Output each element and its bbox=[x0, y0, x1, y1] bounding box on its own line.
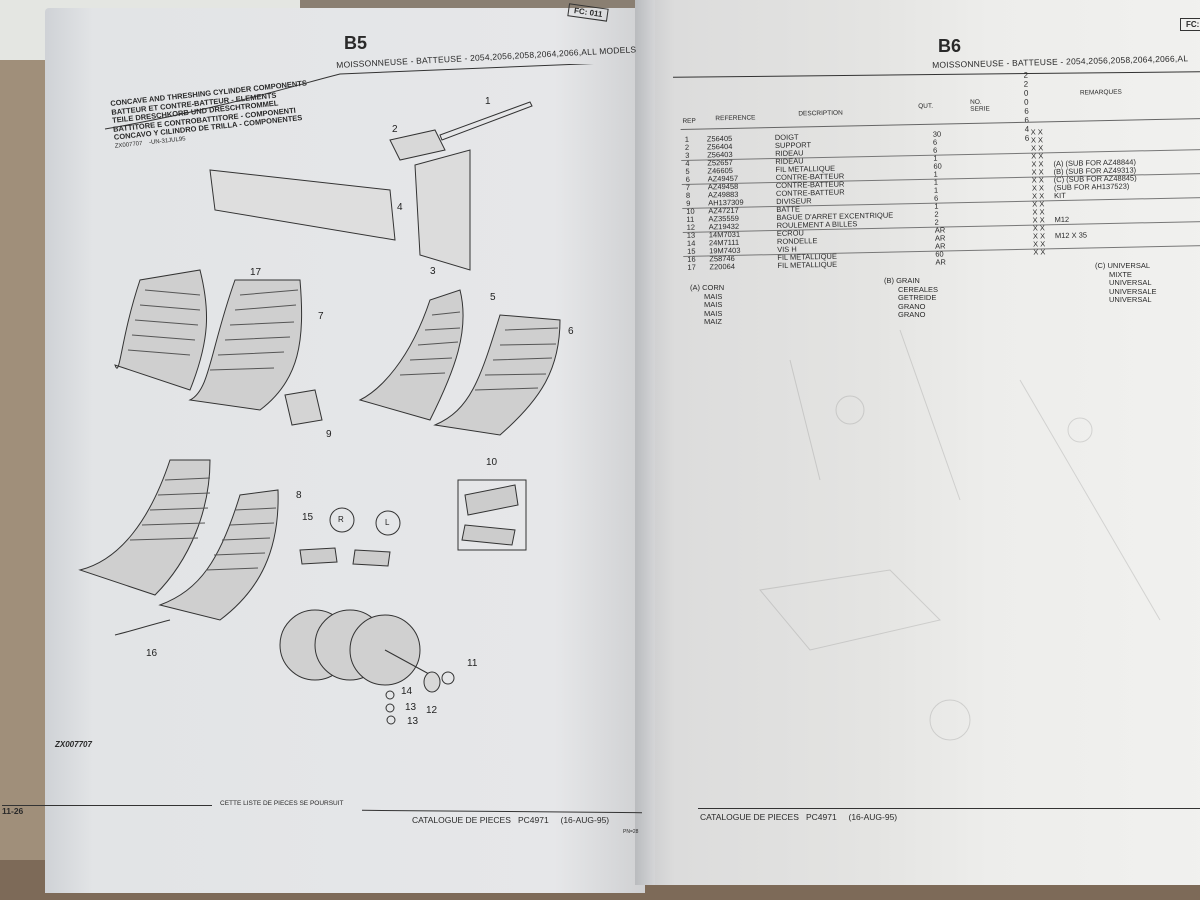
callout-8: 8 bbox=[296, 490, 302, 501]
col-description: DESCRIPTION bbox=[798, 109, 843, 118]
col-reference: REFERENCE bbox=[715, 114, 756, 123]
part-7-concave bbox=[114, 269, 303, 411]
right-footer-catalogue: CATALOGUE DE PIECES PC4971 (16-AUG-95) bbox=[700, 812, 898, 822]
part-10-bar-a bbox=[464, 484, 519, 516]
note-a-line: MAIS bbox=[704, 291, 723, 301]
rep-cell: 17 bbox=[687, 262, 696, 272]
part-12-bearing bbox=[423, 671, 441, 693]
note-b-grain: (B) GRAIN CEREALES GETREIDE GRANO GRANO bbox=[884, 276, 939, 320]
col-serial: NO. SERIE bbox=[970, 98, 990, 113]
remark-cell: KIT bbox=[1053, 190, 1066, 201]
note-b-line: GRANO bbox=[898, 301, 926, 311]
show-through-diagram bbox=[759, 329, 1161, 741]
note-a-line: (A) CORN bbox=[690, 283, 725, 292]
part-9-divider bbox=[284, 389, 323, 426]
part-10-box bbox=[457, 479, 527, 551]
left-page bbox=[45, 8, 645, 893]
col-qty: QUT. bbox=[918, 102, 934, 111]
note-c-line: UNIVERSAL bbox=[1109, 295, 1152, 304]
header-curve-line bbox=[104, 64, 594, 130]
part-3-plate bbox=[414, 149, 471, 271]
right-fc-code: FC: bbox=[1180, 18, 1200, 31]
callout-l: L bbox=[385, 518, 390, 527]
callout-2: 2 bbox=[392, 124, 398, 135]
left-side-marker bbox=[375, 510, 401, 536]
callout-11: 11 bbox=[467, 658, 478, 669]
callout-7: 7 bbox=[318, 311, 324, 322]
model-marks-cell: X X bbox=[1033, 247, 1046, 257]
callout-13b: 13 bbox=[407, 716, 419, 727]
note-b-line: GETREIDE bbox=[898, 293, 937, 302]
part-6-concave bbox=[358, 289, 561, 436]
section-title-b5: B5 bbox=[344, 33, 368, 53]
col-remarks: REMARQUES bbox=[1079, 88, 1122, 97]
note-c-line: UNIVERSAL bbox=[1109, 278, 1152, 287]
callout-r: R bbox=[338, 515, 344, 524]
part-11-ring bbox=[441, 671, 455, 685]
callout-14: 14 bbox=[401, 686, 413, 697]
page-number: 11-26 bbox=[2, 806, 24, 816]
callout-6: 6 bbox=[568, 326, 574, 337]
description-cell: FIL METALLIQUE bbox=[777, 259, 838, 270]
part-10-bar-b bbox=[461, 524, 516, 546]
book-spine bbox=[635, 0, 655, 885]
callout-3: 3 bbox=[430, 266, 436, 277]
right-side-marker bbox=[329, 507, 355, 533]
note-a-line: MAIS bbox=[704, 308, 723, 318]
callout-10: 10 bbox=[486, 457, 498, 468]
note-b-line: (B) GRAIN bbox=[884, 276, 920, 285]
footer-rule-left bbox=[2, 805, 212, 806]
note-a-line: MAIS bbox=[704, 300, 723, 309]
qty-cell: AR bbox=[935, 257, 946, 267]
right-footer-rule bbox=[698, 808, 1200, 809]
callout-4: 4 bbox=[397, 202, 403, 213]
reference-cell: Z20064 bbox=[709, 261, 736, 272]
callout-1: 1 bbox=[485, 96, 491, 107]
note-c-universal: (C) UNIVERSAL MIXTE UNIVERSAL UNIVERSALE… bbox=[1095, 261, 1157, 305]
note-a-corn: (A) CORN MAIS MAIS MAIS MAIZ bbox=[690, 283, 725, 327]
note-c-line: UNIVERSALE bbox=[1109, 286, 1157, 296]
model-digits-2: 0 0 bbox=[1023, 88, 1029, 107]
callout-5: 5 bbox=[490, 292, 496, 303]
part-16-wire bbox=[114, 619, 171, 636]
threshing-rotor-discs bbox=[279, 609, 421, 686]
continue-note: CETTE LISTE DE PIECES SE POURSUIT bbox=[220, 800, 344, 807]
figure-code: ZX007707 bbox=[55, 740, 92, 749]
note-b-line: CEREALES bbox=[898, 284, 939, 294]
callout-17: 17 bbox=[250, 267, 262, 278]
note-b-line: GRANO bbox=[898, 310, 926, 319]
section-title-b6: B6 bbox=[938, 36, 962, 56]
callout-15: 15 bbox=[302, 512, 314, 523]
note-c-line: (C) UNIVERSAL bbox=[1095, 261, 1151, 270]
note-c-line: MIXTE bbox=[1109, 269, 1132, 279]
callout-12: 12 bbox=[426, 705, 438, 716]
part-2-support bbox=[389, 129, 446, 161]
left-footer-catalogue: CATALOGUE DE PIECES PC4971 (16-AUG-95) bbox=[412, 815, 610, 825]
note-a-line: MAIZ bbox=[704, 317, 722, 326]
part-8-concave bbox=[78, 459, 279, 621]
model-digits-1: 2 2 bbox=[1023, 70, 1029, 89]
exploded-parts-diagram bbox=[78, 101, 561, 725]
callout-13a: 13 bbox=[405, 702, 417, 713]
col-rep: REP bbox=[682, 117, 696, 125]
right-page bbox=[640, 0, 1200, 885]
pn-code: PN=28 bbox=[623, 829, 639, 835]
part-1-strip bbox=[439, 101, 533, 141]
callout-9: 9 bbox=[326, 429, 332, 440]
callout-16: 16 bbox=[146, 648, 158, 659]
part-4-strip bbox=[209, 169, 396, 241]
